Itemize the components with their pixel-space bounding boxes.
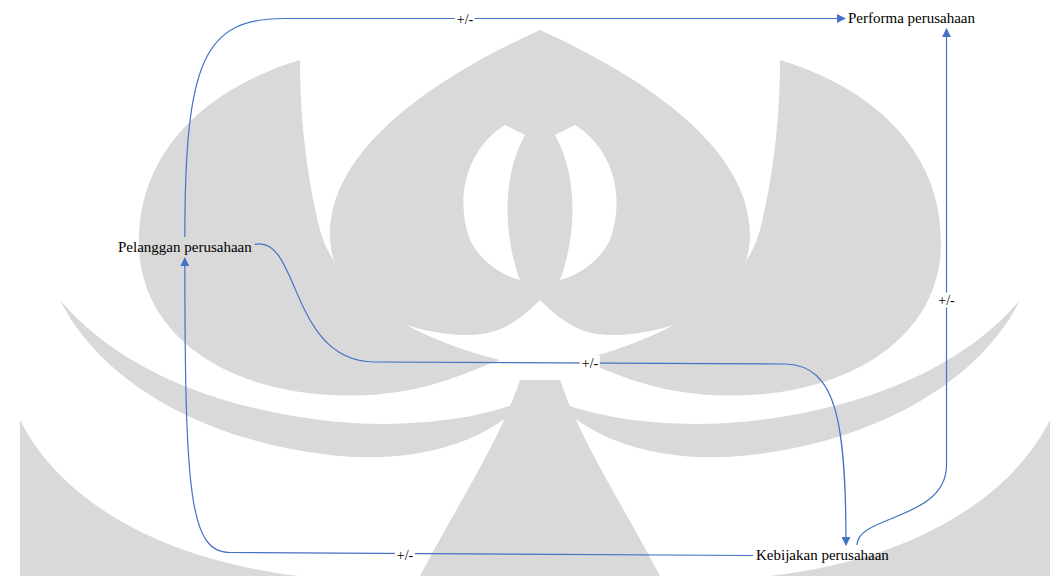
concept-node: Performa perusahaan <box>845 8 978 29</box>
node-text: Performa perusahaan <box>848 10 975 26</box>
influence-arrow <box>185 19 845 238</box>
concept-node: Pelanggan perusahaan <box>115 237 255 258</box>
node-text: Pelanggan perusahaan <box>118 239 252 255</box>
node-text: Kebijakan perusahaan <box>756 547 889 563</box>
influence-arrow <box>255 244 846 545</box>
influence-arrow <box>185 258 753 556</box>
edge-label: +/- <box>395 547 415 562</box>
concept-node: Kebijakan perusahaan <box>753 545 892 566</box>
edge-label: +/- <box>936 293 956 308</box>
influence-arrow <box>857 29 947 545</box>
edge-label: +/- <box>455 11 475 26</box>
edge-label: +/- <box>580 356 600 371</box>
